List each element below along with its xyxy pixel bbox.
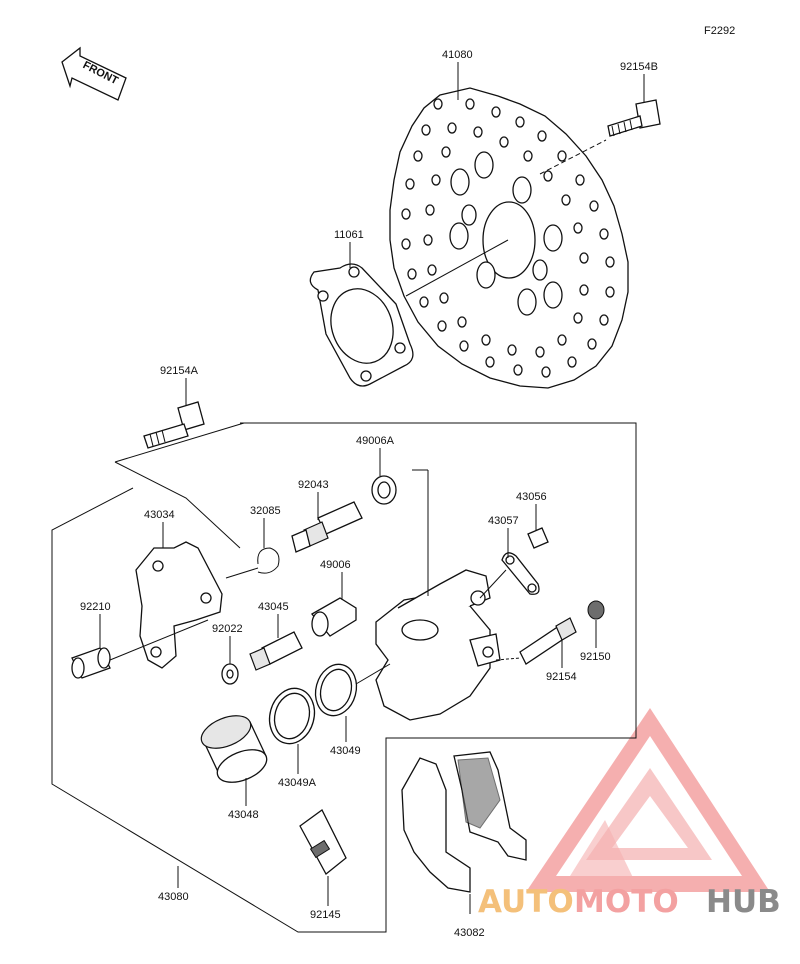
- bolt-92154a: [143, 401, 205, 449]
- front-arrow-icon: FRONT: [61, 46, 127, 101]
- part-labels: 41080 92154B 11061 92154A 49006A 92043 4…: [80, 49, 658, 939]
- label-43049: 43049: [330, 745, 361, 757]
- pin-92154: [495, 617, 577, 665]
- label-92210: 92210: [80, 601, 111, 613]
- label-49006a: 49006A: [356, 435, 395, 447]
- pin-43045: [249, 631, 303, 671]
- label-92150: 92150: [580, 651, 611, 663]
- label-41080: 41080: [442, 49, 473, 61]
- watermark-logo: [526, 708, 770, 892]
- label-92145: 92145: [310, 909, 341, 921]
- label-43049a: 43049A: [278, 777, 317, 789]
- brake-pads: [401, 751, 527, 914]
- label-32085: 32085: [250, 505, 281, 517]
- watermark-part3: HUB: [706, 884, 781, 920]
- spring-92145: [299, 809, 347, 875]
- caliper-body: [375, 469, 501, 721]
- pin-92043: [291, 501, 363, 553]
- label-11061: 11061: [334, 229, 364, 241]
- label-92043: 92043: [298, 479, 329, 491]
- piston-seals: [268, 663, 391, 745]
- cap-92150: [587, 600, 605, 620]
- piston-43048: [200, 715, 268, 783]
- sleeve-92210: [71, 619, 209, 679]
- washer-92022: [221, 663, 239, 685]
- assembly-outline: [51, 422, 637, 933]
- figure-code: F2292: [704, 25, 735, 37]
- caliper-bracket: [135, 541, 223, 669]
- label-92154a: 92154A: [160, 365, 199, 377]
- watermark-part2: MOTO: [574, 884, 679, 920]
- label-92154b: 92154B: [620, 61, 658, 73]
- leader-lines: [99, 62, 645, 906]
- label-43045: 43045: [258, 601, 289, 613]
- label-92154: 92154: [546, 671, 577, 683]
- watermark-wordmark: AUTO MOTO HUB: [478, 884, 781, 920]
- brake-disc: [389, 87, 629, 389]
- boot-49006: [311, 597, 357, 637]
- bracket-outline-lower: [114, 461, 241, 549]
- boot-49006a: [371, 475, 397, 505]
- clip-32085: [225, 547, 280, 579]
- label-49006: 49006: [320, 559, 351, 571]
- label-43056: 43056: [516, 491, 547, 503]
- bolt-92154b: [607, 99, 661, 137]
- label-92022: 92022: [212, 623, 243, 635]
- label-43057: 43057: [488, 515, 519, 527]
- bleeder-parts: [479, 527, 549, 599]
- label-43082: 43082: [454, 927, 485, 939]
- label-43048: 43048: [228, 809, 259, 821]
- gasket-11061: [309, 263, 414, 387]
- bracket-outline: [114, 422, 245, 463]
- label-43034: 43034: [144, 509, 175, 521]
- watermark-part1: AUTO: [478, 884, 574, 920]
- label-43080: 43080: [158, 891, 189, 903]
